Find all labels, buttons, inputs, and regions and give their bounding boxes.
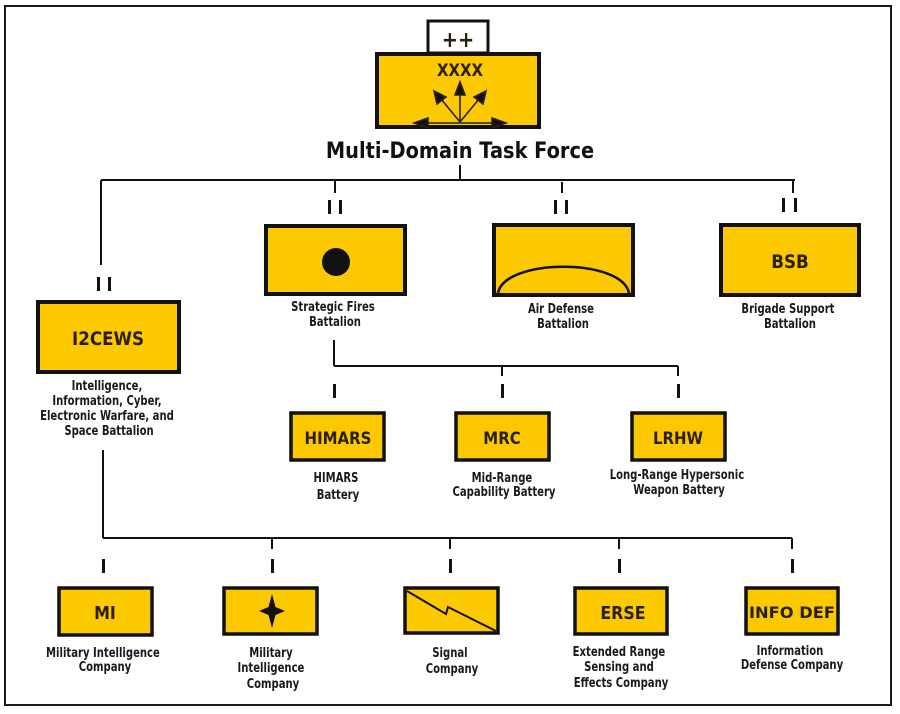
unit-caption: Strategic Fires Battalion xyxy=(291,300,379,330)
echelon-company-icon xyxy=(677,384,680,398)
unit-symbol-box xyxy=(454,411,551,462)
fires-dot-icon xyxy=(322,248,350,276)
echelon-battalion-icon xyxy=(794,198,797,212)
unit-caption: HIMARS Battery xyxy=(314,471,363,503)
echelon-company-icon xyxy=(333,384,336,398)
unit-code: BSB xyxy=(771,251,809,273)
unit-caption: Long-Range Hypersonic Weapon Battery xyxy=(610,468,749,498)
unit-caption: Extended Range Sensing and Effects Compa… xyxy=(573,645,670,691)
company-signal[interactable]: Signal Company xyxy=(403,586,500,677)
echelon-company-icon xyxy=(791,559,794,573)
echelon-battalion-icon xyxy=(108,277,111,291)
intelligence-star-icon xyxy=(259,594,285,628)
battalion-i2cews[interactable]: I2CEWS Intelligence, Information, Cyber,… xyxy=(36,300,181,439)
unit-code: MI xyxy=(94,603,116,624)
unit-code: HIMARS xyxy=(305,429,372,449)
unit-symbol-box xyxy=(744,586,840,636)
unit-code: MRC xyxy=(483,429,520,449)
unit-symbol-box xyxy=(57,586,154,637)
battalion-strategic-fires[interactable]: Strategic Fires Battalion xyxy=(264,224,407,330)
hq-modifier: ++ xyxy=(442,28,475,53)
hq-unit[interactable]: ++ XXXX Multi-Domain Task Force xyxy=(326,19,594,164)
battalion-air-defense[interactable]: Air Defense Battalion xyxy=(492,223,635,332)
unit-caption: Air Defense Battalion xyxy=(528,302,598,332)
unit-caption: Military Intelligence Company xyxy=(238,646,309,692)
echelon-battalion-icon xyxy=(782,198,785,212)
connector-lines xyxy=(100,165,795,549)
air-defense-dome-icon xyxy=(496,265,631,294)
echelon-battalion-icon xyxy=(554,200,557,214)
unit-caption: Military Intelligence Company xyxy=(46,646,164,675)
battery-lrhw[interactable]: LRHW Long-Range Hypersonic Weapon Batter… xyxy=(610,411,749,498)
unit-symbol-box xyxy=(289,411,386,462)
unit-caption: Mid-Range Capability Battery xyxy=(453,471,556,500)
unit-symbol-box xyxy=(264,224,407,296)
echelon-company-icon xyxy=(271,559,274,573)
echelon-company-icon xyxy=(618,559,621,573)
unit-symbol-box xyxy=(573,586,669,636)
unit-symbol-box xyxy=(719,223,861,297)
unit-symbol-box xyxy=(492,223,635,297)
unit-code: ERSE xyxy=(600,603,645,624)
hq-title: Multi-Domain Task Force xyxy=(326,139,594,164)
echelon-battalion-icon xyxy=(328,200,331,214)
battalion-bsb[interactable]: BSB Brigade Support Battalion xyxy=(719,223,861,332)
echelon-markers xyxy=(97,198,797,573)
unit-code: I2CEWS xyxy=(72,328,144,350)
echelon-company-icon xyxy=(449,559,452,573)
unit-code: LRHW xyxy=(653,429,703,449)
unit-symbol-box xyxy=(222,586,319,636)
echelon-company-icon xyxy=(501,384,504,398)
unit-caption: Information Defense Company xyxy=(741,644,844,673)
unit-code: INFO DEF xyxy=(749,603,835,622)
company-mi-star[interactable]: Military Intelligence Company xyxy=(222,586,319,692)
signal-lightning-icon xyxy=(406,590,497,632)
unit-caption: Brigade Support Battalion xyxy=(741,302,838,332)
company-info-def[interactable]: INFO DEF Information Defense Company xyxy=(741,586,844,673)
echelon-battalion-icon xyxy=(339,200,342,214)
unit-caption: Signal Company xyxy=(426,646,479,677)
company-mi[interactable]: MI Military Intelligence Company xyxy=(46,586,164,675)
unit-symbol-box xyxy=(36,300,181,374)
hq-echelon: XXXX xyxy=(437,61,483,81)
battery-himars[interactable]: HIMARS HIMARS Battery xyxy=(289,411,386,503)
company-erse[interactable]: ERSE Extended Range Sensing and Effects … xyxy=(573,586,670,691)
unit-symbol-box xyxy=(403,586,500,635)
unit-symbol-box xyxy=(630,411,727,462)
multi-domain-arrows-icon xyxy=(411,79,509,130)
echelon-battalion-icon xyxy=(97,277,100,291)
echelon-battalion-icon xyxy=(565,200,568,214)
battery-mrc[interactable]: MRC Mid-Range Capability Battery xyxy=(453,411,556,500)
echelon-company-icon xyxy=(102,559,105,573)
unit-caption: Intelligence, Information, Cyber, Electr… xyxy=(40,379,178,439)
